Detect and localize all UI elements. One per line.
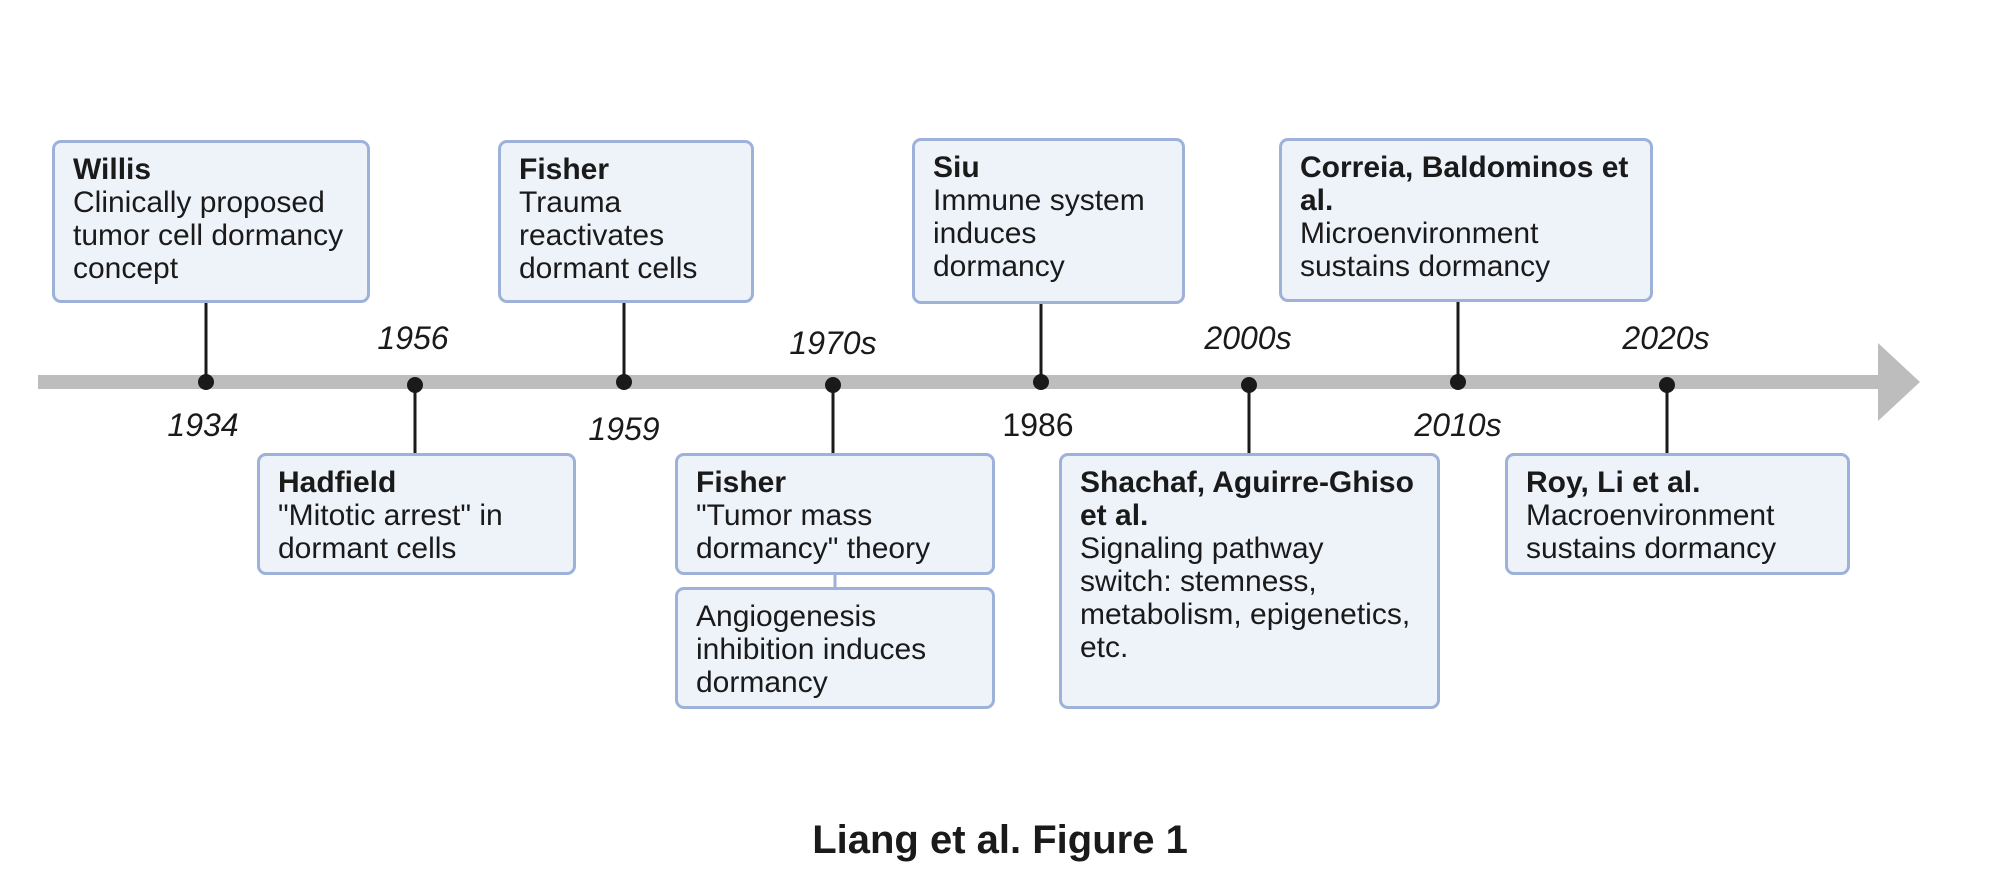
marker-dot <box>825 377 841 393</box>
year-label: 2000s <box>1204 320 1292 356</box>
event-box: Hadfield "Mitotic arrest" in dormant cel… <box>257 453 576 575</box>
marker-dot <box>198 374 214 390</box>
event-box: Willis Clinically proposed tumor cell do… <box>52 140 370 303</box>
marker-stem <box>1247 382 1251 454</box>
marker-stem <box>622 302 626 382</box>
figure-caption: Liang et al. Figure 1 <box>812 818 1188 862</box>
marker-stem <box>1456 302 1460 382</box>
box-connector <box>833 575 837 588</box>
marker-stem <box>831 385 835 454</box>
event-box: Shachaf, Aguirre-Ghiso et al. Signaling … <box>1059 453 1440 709</box>
marker-dot <box>1659 377 1675 393</box>
year-label: 1970s <box>789 325 877 361</box>
year-label: 1934 <box>167 407 239 443</box>
marker-stem <box>204 302 208 382</box>
year-label: 2010s <box>1414 407 1502 443</box>
event-author: Correia, Baldominos et al. <box>1300 151 1629 217</box>
event-box: Siu Immune system induces dormancy <box>912 138 1185 304</box>
marker-dot <box>1450 374 1466 390</box>
event-author: Shachaf, Aguirre-Ghiso et al. <box>1080 466 1414 532</box>
event-author: Fisher <box>696 466 787 499</box>
event-description: Angiogenesis inhibition induces dormancy <box>696 600 927 699</box>
marker-stem <box>1039 302 1043 382</box>
event-description: "Mitotic arrest" in dormant cells <box>278 499 503 565</box>
year-label: 1956 <box>377 320 449 356</box>
marker-dot <box>1241 377 1257 393</box>
event-box: Fisher Trauma reactivates dormant cells <box>498 140 754 303</box>
event-description: Immune system induces dormancy <box>933 184 1145 283</box>
year-label: 1959 <box>588 411 660 447</box>
event-description: "Tumor mass dormancy" theory <box>696 499 931 565</box>
event-author: Hadfield <box>278 466 397 499</box>
marker-dot <box>1033 374 1049 390</box>
event-description: Macroenvironment sustains dormancy <box>1526 499 1777 565</box>
marker-stem <box>413 382 417 454</box>
event-description: Microenvironment sustains dormancy <box>1300 217 1551 283</box>
year-label: 2020s <box>1622 320 1710 356</box>
event-box: Fisher "Tumor mass dormancy" theory <box>675 453 995 575</box>
marker-dot <box>407 377 423 393</box>
event-author: Roy, Li et al. <box>1526 466 1701 499</box>
year-label: 1986 <box>1002 407 1074 443</box>
event-author: Siu <box>933 151 980 184</box>
event-description: Signaling pathway switch: stemness, meta… <box>1080 532 1411 664</box>
timeline-arrowhead <box>1878 343 1920 421</box>
event-box: Correia, Baldominos et al. Microenvironm… <box>1279 138 1653 302</box>
marker-dot <box>616 374 632 390</box>
event-author: Willis <box>73 153 152 186</box>
marker-stem <box>1665 382 1669 454</box>
event-box-extra: Angiogenesis inhibition induces dormancy <box>675 587 995 709</box>
event-description: Clinically proposed tumor cell dormancy … <box>73 186 344 285</box>
event-box: Roy, Li et al. Macroenvironment sustains… <box>1505 453 1850 575</box>
event-author: Fisher <box>519 153 610 186</box>
timeline-axis <box>38 375 1880 389</box>
event-description: Trauma reactivates dormant cells <box>519 186 698 285</box>
